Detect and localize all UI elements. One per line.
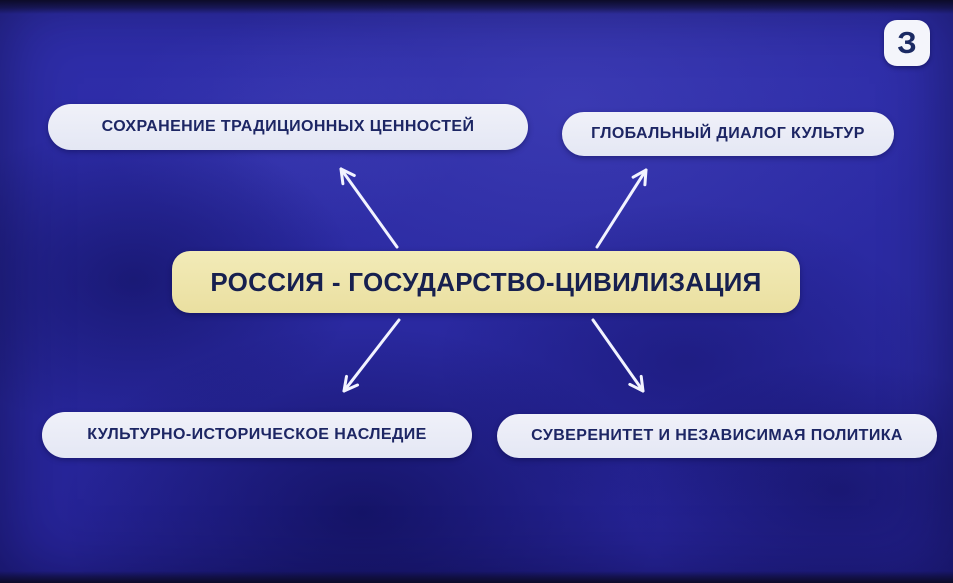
znanie-logo: З	[884, 20, 930, 66]
node-sovereignty-independent-politics: СУВЕРЕНИТЕТ И НЕЗАВИСИМАЯ ПОЛИТИКА	[497, 414, 937, 458]
node-cultural-historical-heritage: КУЛЬТУРНО-ИСТОРИЧЕСКОЕ НАСЛЕДИЕ	[42, 412, 472, 458]
center-node-russia-state-civilization: РОССИЯ - ГОСУДАРСТВО-ЦИВИЛИЗАЦИЯ	[172, 251, 800, 313]
node-traditional-values: СОХРАНЕНИЕ ТРАДИЦИОННЫХ ЦЕННОСТЕЙ	[48, 104, 528, 150]
node-label: СОХРАНЕНИЕ ТРАДИЦИОННЫХ ЦЕННОСТЕЙ	[101, 118, 475, 135]
node-label: СУВЕРЕНИТЕТ И НЕЗАВИСИМАЯ ПОЛИТИКА	[531, 427, 903, 444]
arrow-to-top-left	[339, 167, 399, 249]
node-global-dialogue-of-cultures: ГЛОБАЛЬНЫЙ ДИАЛОГ КУЛЬТУР	[562, 112, 894, 156]
node-label: ГЛОБАЛЬНЫЙ ДИАЛОГ КУЛЬТУР	[591, 125, 865, 142]
znanie-logo-glyph: З	[897, 24, 917, 60]
node-label: КУЛЬТУРНО-ИСТОРИЧЕСКОЕ НАСЛЕДИЕ	[87, 426, 427, 443]
center-node-label: РОССИЯ - ГОСУДАРСТВО-ЦИВИЛИЗАЦИЯ	[210, 266, 762, 297]
arrow-to-bottom-left	[342, 318, 401, 393]
arrow-to-bottom-right	[591, 318, 645, 393]
arrow-to-top-right	[595, 168, 648, 249]
